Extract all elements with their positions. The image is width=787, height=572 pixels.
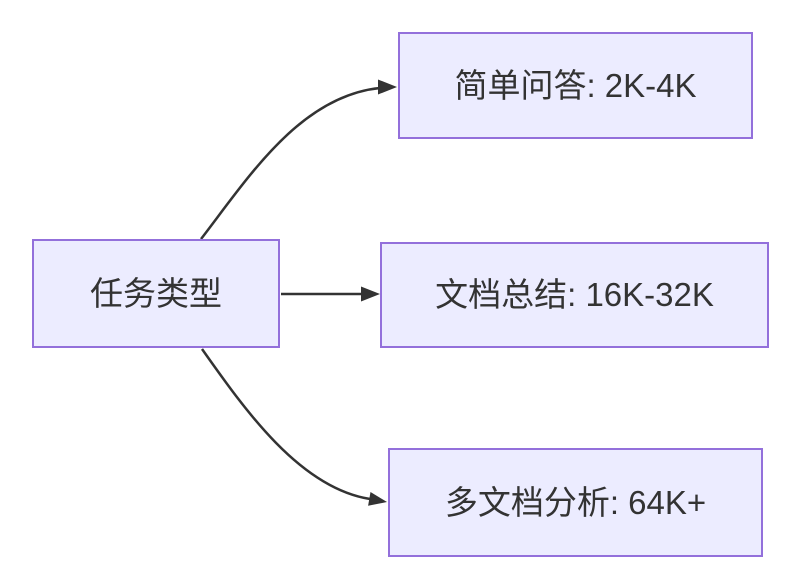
node-doc-summary: 文档总结: 16K-32K: [380, 242, 769, 348]
node-multi-doc-label: 多文档分析: 64K+: [444, 483, 707, 521]
edge-root-to-multi-doc: [200, 348, 371, 501]
node-simple-qa-label: 简单问答: 2K-4K: [454, 66, 697, 104]
node-doc-summary-label: 文档总结: 16K-32K: [435, 276, 714, 314]
edge-root-to-simple-qa: [200, 86, 381, 240]
node-task-type: 任务类型: [32, 239, 280, 348]
node-simple-qa: 简单问答: 2K-4K: [398, 32, 753, 139]
arrowhead-multi-doc: [368, 492, 387, 506]
arrowhead-simple-qa: [378, 79, 397, 95]
node-task-type-label: 任务类型: [90, 274, 222, 312]
arrowhead-doc-summary: [361, 286, 380, 302]
node-multi-doc: 多文档分析: 64K+: [388, 448, 763, 557]
